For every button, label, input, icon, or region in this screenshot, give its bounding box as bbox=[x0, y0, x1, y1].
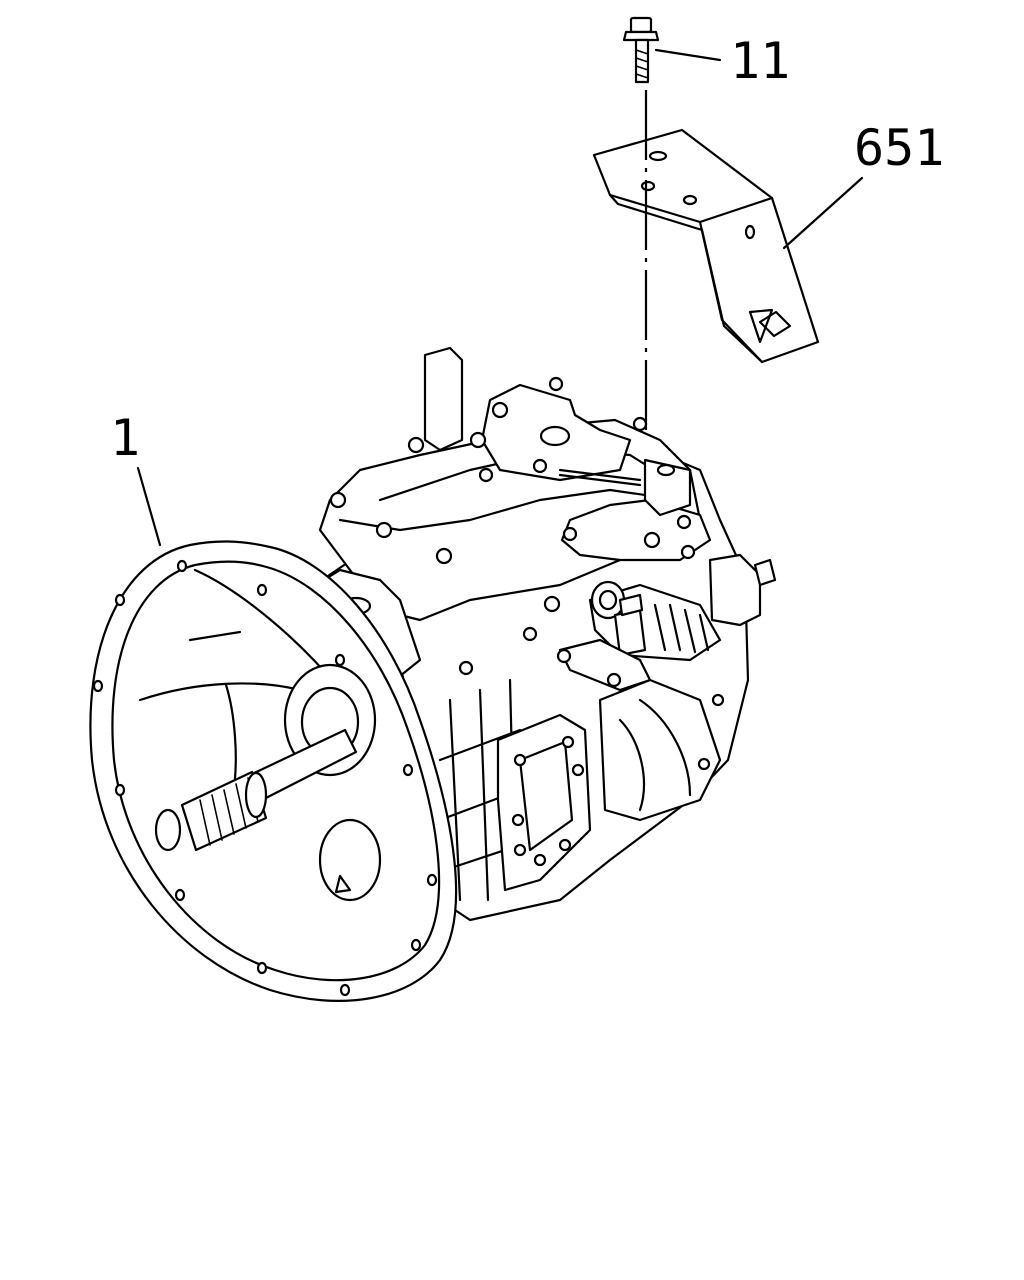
bracket-part bbox=[592, 128, 820, 364]
input-shaft bbox=[154, 728, 358, 852]
case-bolts bbox=[329, 376, 725, 771]
leader-line-11 bbox=[654, 48, 722, 62]
leader-line-651 bbox=[782, 176, 864, 250]
callout-label-1: 1 bbox=[110, 409, 140, 467]
callout-label-651: 651 bbox=[854, 119, 944, 177]
bolt-part bbox=[622, 16, 660, 84]
flange-holes bbox=[92, 559, 438, 997]
callout-label-11: 11 bbox=[730, 32, 790, 90]
leader-line-1 bbox=[136, 466, 162, 547]
transmission-part bbox=[89, 346, 777, 1002]
